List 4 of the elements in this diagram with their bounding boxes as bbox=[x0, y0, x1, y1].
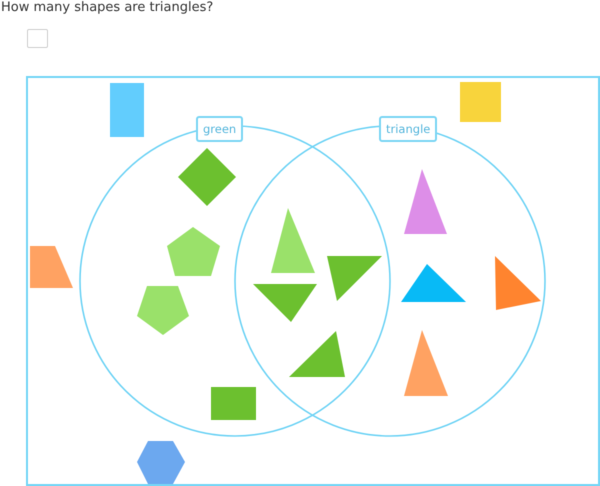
set-label: triangle bbox=[379, 116, 438, 142]
venn-circle bbox=[234, 116, 546, 437]
set-label: green bbox=[196, 116, 244, 142]
question-text: How many shapes are triangles? bbox=[1, 0, 214, 16]
